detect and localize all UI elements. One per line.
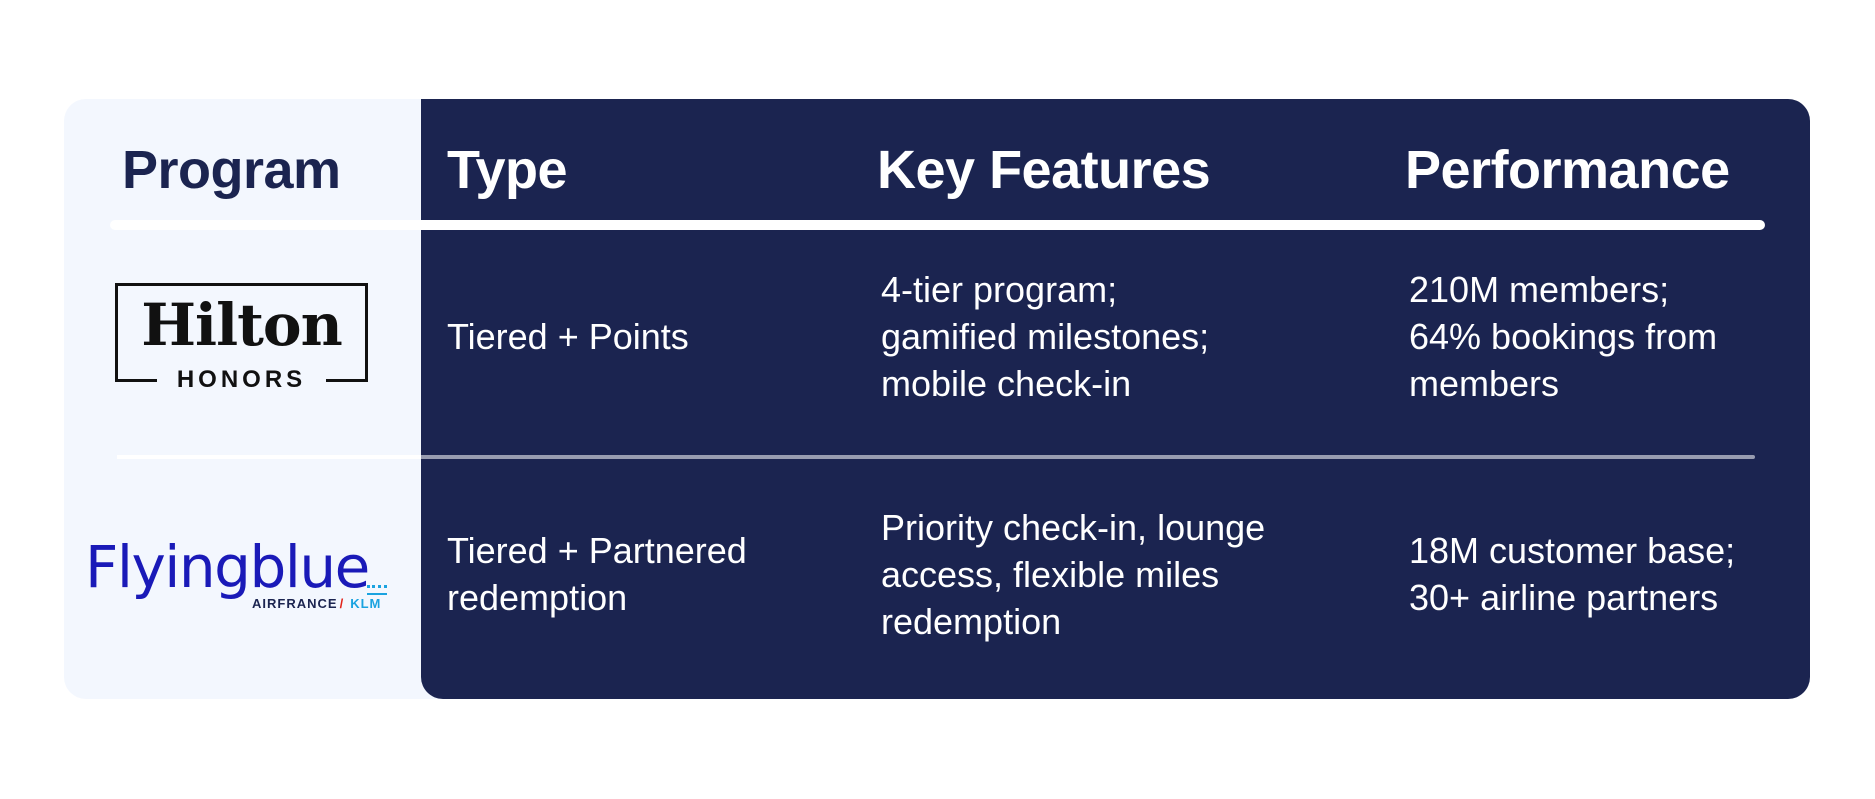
header-program: Program (122, 140, 341, 200)
row1-performance: 210M members; 64% bookings from members (1409, 266, 1717, 407)
header-performance: Performance (1405, 140, 1730, 200)
performance-line: members (1409, 363, 1560, 404)
details-panel (421, 99, 1810, 699)
header-key-features: Key Features (877, 140, 1211, 200)
header-divider (110, 220, 1765, 230)
row-divider-light-segment (117, 455, 421, 459)
performance-line: 64% bookings from (1409, 316, 1718, 357)
partner-logos: AIRFRANCE/ KLM (252, 597, 381, 611)
hilton-wordmark: Hilton (141, 291, 343, 359)
type-line: Tiered + Points (447, 316, 689, 357)
row1-type: Tiered + Points (447, 313, 689, 360)
feature-line: Priority check-in, lounge (881, 507, 1266, 548)
airfrance-label: AIRFRANCE (252, 596, 338, 611)
hilton-honors-logo: Hilton HONORS (115, 283, 368, 393)
header-type: Type (447, 140, 568, 200)
airfrance-slash-icon: / (339, 596, 345, 611)
row-divider (117, 455, 1755, 459)
feature-line: gamified milestones; (881, 316, 1210, 357)
logo-frame (115, 283, 368, 286)
logo-frame (115, 283, 118, 382)
row1-key-features: 4-tier program; gamified milestones; mob… (881, 266, 1209, 407)
logo-frame (115, 379, 157, 382)
feature-line: mobile check-in (881, 363, 1132, 404)
row2-type: Tiered + Partnered redemption (447, 527, 747, 621)
feature-line: access, flexible miles (881, 554, 1220, 595)
klm-label: KLM (350, 596, 382, 611)
performance-line: 30+ airline partners (1409, 577, 1719, 618)
feature-line: 4-tier program; (881, 269, 1118, 310)
program-column-panel (64, 99, 464, 699)
honors-subtext: HONORS (161, 367, 322, 393)
performance-line: 18M customer base; (1409, 530, 1736, 571)
type-line: redemption (447, 577, 628, 618)
flyingblue-wordmark: Flyingblue (85, 533, 370, 601)
type-line: Tiered + Partnered (447, 530, 747, 571)
logo-frame (326, 379, 368, 382)
performance-line: 210M members; (1409, 269, 1670, 310)
flying-blue-logo: Flyingblue AIRFRANCE/ KLM (85, 535, 405, 615)
logo-frame (365, 283, 368, 382)
klm-crown-icon (367, 585, 387, 595)
feature-line: redemption (881, 601, 1062, 642)
row2-key-features: Priority check-in, lounge access, flexib… (881, 504, 1265, 645)
row2-performance: 18M customer base; 30+ airline partners (1409, 527, 1735, 621)
